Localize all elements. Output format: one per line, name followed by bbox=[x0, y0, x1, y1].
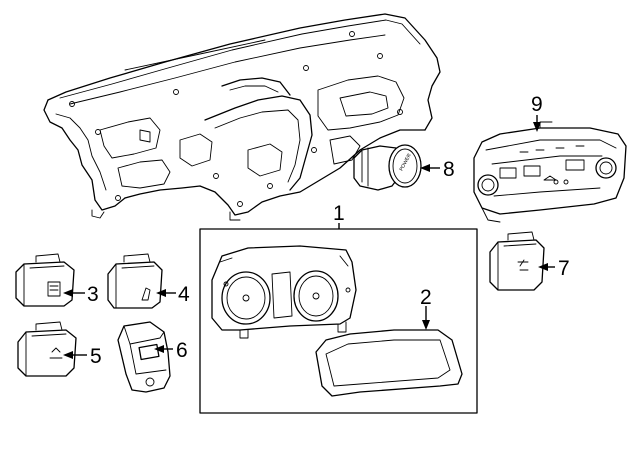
callout-3: 3 bbox=[87, 283, 99, 306]
switch-part-4 bbox=[107, 253, 163, 309]
switch-part-3 bbox=[15, 253, 75, 307]
climate-control-panel-part bbox=[473, 121, 627, 223]
callout-8: 8 bbox=[443, 158, 455, 181]
cluster-lens-part bbox=[315, 329, 463, 397]
switch-part-7 bbox=[489, 231, 545, 291]
switch-part-5 bbox=[17, 321, 77, 377]
callout-9: 9 bbox=[531, 93, 543, 116]
callout-1: 1 bbox=[333, 202, 345, 225]
leader-lines bbox=[63, 115, 555, 359]
callout-numbers: 1 2 3 4 5 6 7 8 9 bbox=[87, 93, 570, 368]
callout-2: 2 bbox=[420, 286, 432, 309]
power-switch-part: POWER bbox=[353, 144, 422, 191]
callout-6: 6 bbox=[176, 339, 188, 362]
switch-part-6 bbox=[117, 321, 171, 393]
callout-4: 4 bbox=[178, 283, 190, 306]
callout-7: 7 bbox=[558, 257, 570, 280]
instrument-cluster-part bbox=[211, 245, 357, 339]
callout-5: 5 bbox=[90, 345, 102, 368]
instrument-panel-illustration bbox=[43, 13, 441, 221]
